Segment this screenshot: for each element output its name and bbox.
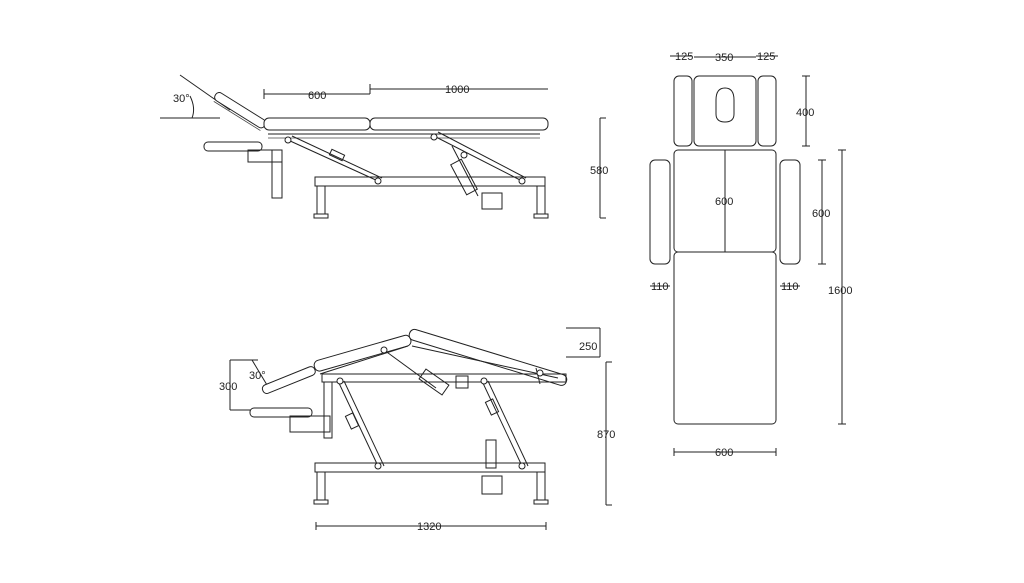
dim-head-side-right: 125: [757, 51, 775, 63]
armrest-bracket: [247, 149, 283, 163]
dim-arm-right: 110: [781, 281, 799, 293]
angle-label-raised: 30°: [249, 370, 266, 382]
side-view-raised: 300 30°: [219, 327, 615, 533]
actuator-rod: [451, 145, 479, 197]
angle-arc: [189, 95, 195, 119]
actuator-raised: [485, 439, 497, 469]
base-frame-raised: [314, 462, 546, 473]
leg-pad: [369, 117, 549, 131]
base-leg-left: [316, 185, 326, 215]
lower-section: [673, 251, 777, 425]
armrest-post-raised: [323, 381, 333, 439]
dim-body: 1000: [445, 84, 469, 96]
base-leg-right: [536, 185, 546, 215]
head-center-pad: [693, 75, 757, 147]
side-view-flat: 30° 600 1000: [160, 74, 608, 219]
arm-pad-left: [649, 159, 671, 265]
base-frame: [314, 176, 546, 187]
dim-arm-left: 110: [651, 281, 669, 293]
dim-total-length: 1600: [828, 285, 852, 297]
dim-head-side-left: 125: [675, 51, 693, 63]
head-side-pad-right: [757, 75, 777, 147]
armrest-pad-raised: [249, 407, 313, 418]
top-view: 125 350 125 400 600 600 110 110: [649, 51, 852, 459]
dim-total-width: 600: [715, 447, 733, 459]
armrest-bracket-raised: [289, 415, 331, 433]
arm-right-raised: [481, 380, 523, 467]
dim-tilt: 250: [579, 341, 597, 353]
leg-pad-raised: [408, 328, 568, 386]
dim-head: 600: [308, 90, 326, 102]
dim-head-length: 400: [796, 107, 814, 119]
armrest-post: [271, 149, 283, 199]
angle-label: 30°: [173, 93, 190, 105]
arm-right-a: [433, 135, 523, 182]
mid-pad-raised: [313, 334, 412, 372]
dim-height: 580: [590, 165, 608, 177]
actuator-body: [450, 158, 478, 196]
dim-head-center: 350: [715, 52, 733, 64]
dim-arm-length: 600: [812, 208, 830, 220]
dim-length: 1320: [417, 521, 441, 533]
head-pad-raised: [261, 366, 316, 395]
head-pad-tilted: [213, 92, 267, 131]
armrest-pad: [203, 141, 263, 152]
mid-pad: [263, 117, 371, 131]
arm-left-a: [287, 139, 379, 182]
dim-height-raised: 870: [597, 429, 615, 441]
actuator-motor-raised: [481, 475, 503, 495]
actuator-motor: [481, 192, 503, 210]
dim-mid-width: 600: [715, 196, 733, 208]
face-hole: [715, 87, 735, 123]
dim-raise: 300: [219, 381, 237, 393]
arm-pad-right: [779, 159, 801, 265]
head-side-pad-left: [673, 75, 693, 147]
